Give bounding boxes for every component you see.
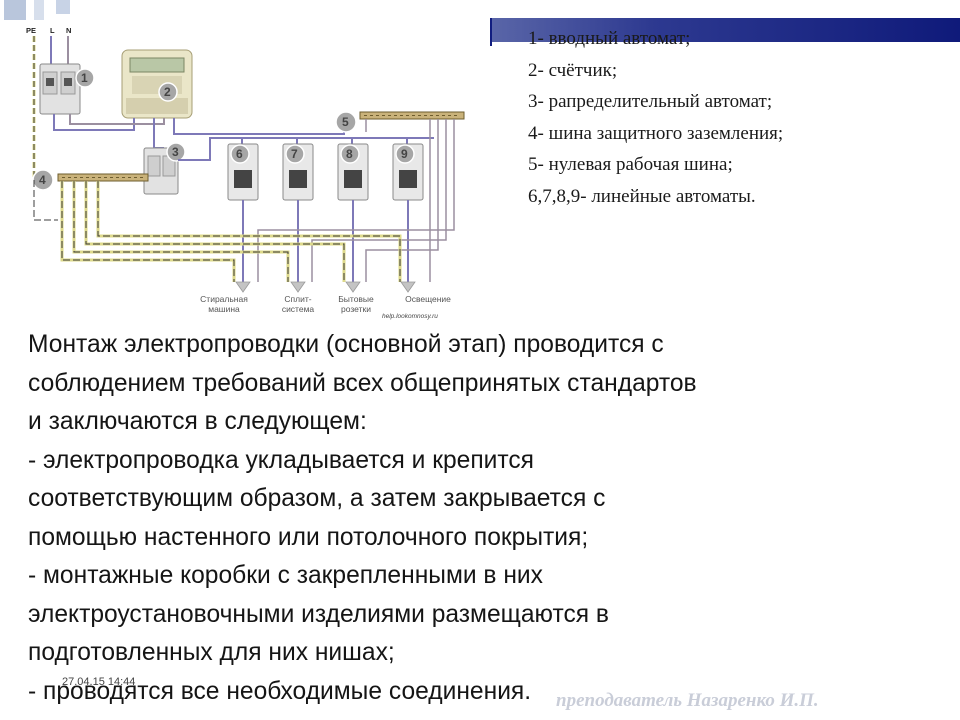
legend-item: 2- счётчик; [528,59,618,81]
body-line: помощью настенного или потолочного покры… [28,523,589,551]
num-6: 6 [236,147,243,161]
num-9: 9 [401,147,408,161]
num-3: 3 [172,145,179,159]
wiring-diagram: PE L N 1 2 3 5 4 [14,20,490,320]
body-line: - монтажные коробки с закрепленными в ни… [28,562,543,589]
body-line: соответствующим образом, а затем закрыва… [28,485,606,512]
header-bar [490,18,960,42]
wire-label-n: N [66,26,71,35]
num-1: 1 [81,71,88,85]
load-label-sockets-1: Бытовые [338,294,374,304]
num-2: 2 [164,85,171,99]
body-line: и заключаются в следующем: [28,408,367,435]
load-label-split-2: система [282,304,315,314]
corner-decoration [56,0,70,14]
num-4: 4 [39,173,46,187]
load-label-washer-2: машина [208,304,240,314]
timestamp: 27.04.15 14:44 [62,676,136,688]
body-line: - проводятся все необходимые соединения. [28,677,532,705]
input-breaker [39,63,81,115]
legend-item: 1- вводный автомат; [528,28,691,49]
electricity-meter [121,49,193,119]
legend-item: 6,7,8,9- линейные автоматы. [528,185,756,207]
header-bar-edge [490,18,492,46]
wire-label-l: L [50,26,55,35]
load-label-lighting: Освещение [405,294,451,304]
legend-item: 4- шина защитного заземления; [528,122,784,144]
corner-decoration [34,0,44,26]
legend-item: 5- нулевая рабочая шина; [528,154,733,175]
ground-bus [57,173,149,182]
body-line: соблюдением требований всех общепринятых… [28,369,697,397]
num-8: 8 [346,147,353,161]
body-text: Монтаж электропроводки (основной этап) п… [28,326,928,711]
diagram-watermark: help.lookomnosy.ru [382,313,438,320]
num-7: 7 [291,147,298,161]
body-line: - электропроводка укладывается и крепитс… [28,446,534,474]
body-line: Монтаж электропроводки (основной этап) п… [28,331,664,358]
legend-list: 1- вводный автомат; 2- счётчик; 3- рапре… [528,23,783,212]
corner-decoration [4,0,26,20]
legend-item: 3- рапределительный автомат; [528,91,773,112]
num-5: 5 [342,115,349,129]
distribution-breaker [143,147,179,195]
body-line: электроустановочными изделиями размещают… [28,600,609,628]
load-label-split-1: Сплит- [284,294,311,304]
teacher-signature: преподаватель Назаренко И.П. [556,690,819,711]
body-line: подготовленных для них нишах; [28,639,395,666]
wire-label-pe: PE [26,26,36,35]
load-label-sockets-2: розетки [341,304,371,314]
load-label-washer-1: Стиральная [200,294,248,304]
